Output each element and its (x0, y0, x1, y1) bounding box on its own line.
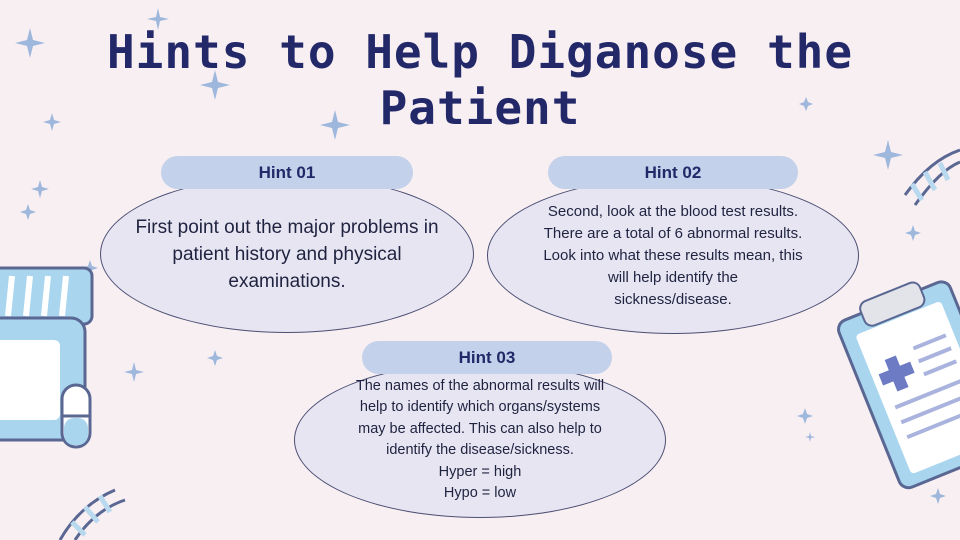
hint-line: First point out the major problems in (135, 216, 439, 238)
hint-03-bubble: The names of the abnormal results will h… (294, 362, 666, 518)
hint-line: will help identify the (607, 268, 739, 286)
hint-01-label: Hint 01 (161, 156, 413, 189)
page-title: Hints to Help Diganose the Patient (0, 24, 960, 136)
hint-line: The names of the abnormal results will (355, 377, 605, 394)
title-line-2: Patient (379, 81, 581, 135)
hint-02-bubble: Second, look at the blood test results. … (487, 177, 859, 334)
pill-bottle-icon (0, 266, 94, 449)
hint-01-bubble: First point out the major problems in pa… (100, 175, 474, 333)
hint-line: patient history and physical (172, 243, 402, 265)
hint-line: Hypo = low (443, 485, 517, 501)
hint-line: Look into what these results mean, this (543, 246, 803, 264)
dna-icon (903, 148, 960, 206)
hint-line: may be affected. This can also help to (358, 420, 602, 437)
hint-03-text: The names of the abnormal results will h… (356, 376, 604, 505)
hint-line: Hyper = high (438, 463, 522, 480)
hint-02-text: Second, look at the blood test results. … (543, 201, 802, 311)
hint-line: examinations. (228, 270, 346, 292)
hint-01-text: First point out the major problems in pa… (135, 214, 438, 295)
hint-line: sickness/disease. (614, 290, 732, 308)
hint-03-label: Hint 03 (362, 341, 612, 374)
hint-02-label: Hint 02 (548, 156, 798, 189)
dna-icon (58, 488, 126, 540)
sparkle-icon (15, 8, 946, 504)
hint-line: identify the disease/sickness. (386, 442, 574, 458)
hint-line: There are a total of 6 abnormal results. (543, 224, 803, 242)
hint-line: help to identify which organs/systems (359, 399, 601, 415)
clipboard-icon (837, 280, 960, 490)
hint-line: Second, look at the blood test results. (547, 202, 799, 220)
title-line-1: Hints to Help Diganose the (106, 25, 854, 79)
